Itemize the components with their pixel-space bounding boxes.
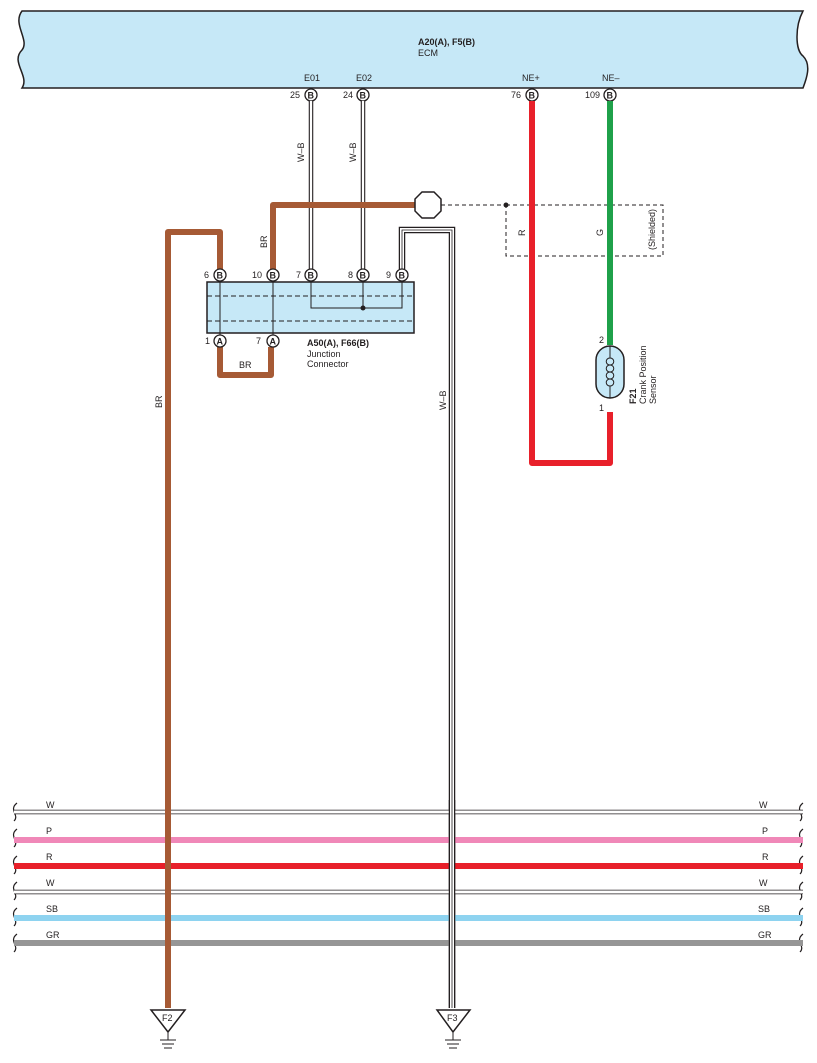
bus-label-left: SB [46,904,58,914]
ground-f2: F2 [149,1009,187,1049]
ecm-signal-label: NE– [602,73,620,83]
junction-pin-8: 8 B [348,268,370,282]
ecm-signal-label: E01 [304,73,320,83]
bus-label-right: W [759,800,768,810]
junction-pin-connector: A [270,337,277,347]
junction-name-line1: Junction [307,349,341,359]
sensor-name-line2: Sensor [648,375,658,404]
junction-pin-number: 8 [348,270,353,280]
wire-label-ne-minus: G [595,229,605,236]
junction-pin-1a: 1 A [205,334,227,348]
ecm-ref: A20(A), F5(B) [418,37,475,47]
junction-pin-connector: B [360,271,367,281]
bus-line-p: P P [12,826,804,848]
shielded-label: (Shielded) [647,209,657,250]
wire-label-br-long: BR [154,395,164,408]
junction-name-line2: Connector [307,359,349,369]
junction-pin-number: 7 [256,336,261,346]
junction-pin-connector: B [217,271,224,281]
ground-icon [435,1009,472,1034]
bus-label-left: R [46,852,53,862]
wire-br-loop [217,347,274,378]
junction-pin-9: 9 B [386,268,409,282]
junction-pin-connector: B [270,271,277,281]
bus-line-w-2: W W [12,878,804,901]
bus-line-sb: SB SB [12,904,804,927]
junction-pin-number: 7 [296,270,301,280]
ground-f3: F3 [435,1009,472,1049]
junction-pin-7b: 7 B [296,268,318,282]
bus-line-gr: GR GR [12,930,804,953]
bus-label-left: W [46,878,55,888]
junction-pin-number: 9 [386,270,391,280]
wire-ne-plus [529,101,613,466]
ecm-pin-connector: B [529,91,536,101]
junction-pin-number: 10 [252,270,262,280]
wire-label-e01: W–B [296,142,306,162]
sensor-pin-top: 2 [599,335,604,345]
ground-label: F2 [162,1013,173,1023]
shield-box [505,204,664,257]
ecm-name: ECM [418,48,438,58]
bus-label-right: W [759,878,768,888]
ecm-pin-number: 109 [585,90,600,100]
ecm-box [17,10,809,89]
wire-label-ne-plus: R [517,229,527,236]
junction-ref: A50(A), F66(B) [307,338,369,348]
junction-pin-6: 6 B [204,268,227,282]
junction-pin-number: 6 [204,270,209,280]
wire-wb-ground [398,226,456,1008]
bus-line-r: R R [12,852,804,875]
ecm-signal-label: NE+ [522,73,540,83]
bus-line-w-1: W W [12,800,804,822]
junction-pin-10: 10 B [252,268,280,282]
junction-pin-7a: 7 A [256,334,280,348]
bus-label-left: P [46,826,52,836]
junction-pin-connector: A [217,337,224,347]
junction-pin-number: 1 [205,336,210,346]
bus-label-right: GR [758,930,772,940]
ecm-pin-connector: B [360,91,367,101]
wire-label-wb-long: W–B [438,390,448,410]
wire-br-ground [165,229,223,1008]
ecm-pin-connector: B [607,91,614,101]
sensor-name-line1: Crank Position [638,345,648,404]
ecm-signal-label: E02 [356,73,372,83]
ecm-pin-number: 24 [343,90,353,100]
ground-icon [149,1009,187,1034]
ecm-pin-ne-minus: NE– 109 B [585,73,620,102]
bus-label-right: SB [758,904,770,914]
sensor-ref: F21 [628,388,638,404]
crank-position-sensor [595,345,625,399]
junction-pin-connector: B [399,271,406,281]
shield-joint [414,191,442,219]
wire-label-e02: W–B [348,142,358,162]
ecm-pin-connector: B [308,91,315,101]
ecm-pin-e02: E02 24 B [343,73,372,102]
ecm-pin-ne-plus: NE+ 76 B [511,73,540,102]
ecm-pin-number: 76 [511,90,521,100]
junction-pin-connector: B [308,271,315,281]
wire-br-shield [270,202,418,269]
wire-label-br-bottom: BR [239,360,252,370]
ground-label: F3 [447,1013,458,1023]
wire-label-br-upper: BR [259,235,269,248]
bus-label-right: P [762,826,768,836]
bus-label-left: W [46,800,55,810]
ecm-pin-number: 25 [290,90,300,100]
sensor-pin-bottom: 1 [599,403,604,413]
bus-label-right: R [762,852,769,862]
bus-label-left: GR [46,930,60,940]
ecm-pin-e01: E01 25 B [290,73,320,102]
